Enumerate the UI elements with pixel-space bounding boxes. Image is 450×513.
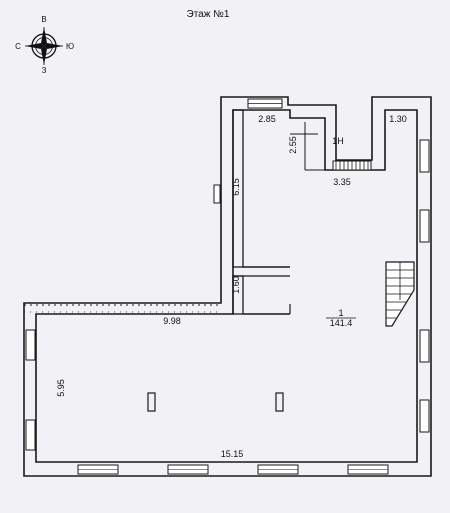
- plan-title: Этаж №1: [187, 9, 230, 20]
- column: [275, 392, 284, 412]
- compass-rose-icon: [25, 27, 63, 65]
- dimension-label: 1.60: [231, 276, 241, 294]
- dimension-label: 15.15: [221, 449, 244, 459]
- column: [147, 392, 156, 412]
- compass-west-label: С: [15, 42, 21, 51]
- dimension-label: 6.15: [231, 178, 241, 196]
- room-number: 1: [338, 308, 343, 318]
- dimension-label: 2.55: [288, 136, 298, 154]
- compass-south-label: З: [42, 66, 47, 75]
- room-area: 141.4: [330, 318, 353, 328]
- windows: [25, 98, 430, 475]
- upper-staircase: [332, 160, 372, 171]
- dimension-label: 2.85: [258, 114, 276, 124]
- compass-east-label: Ю: [66, 42, 74, 51]
- dimension-label: 9.98: [163, 316, 181, 326]
- dimension-label: 1.30: [389, 114, 407, 124]
- interior-partitions: [232, 109, 372, 315]
- exterior-walls: [23, 96, 432, 477]
- compass-north-label: В: [41, 15, 46, 24]
- dimension-label: 5.95: [56, 379, 66, 397]
- right-staircase: [385, 261, 415, 327]
- room-number-1n: 1Н: [332, 136, 344, 146]
- dimension-label: 3.35: [333, 177, 351, 187]
